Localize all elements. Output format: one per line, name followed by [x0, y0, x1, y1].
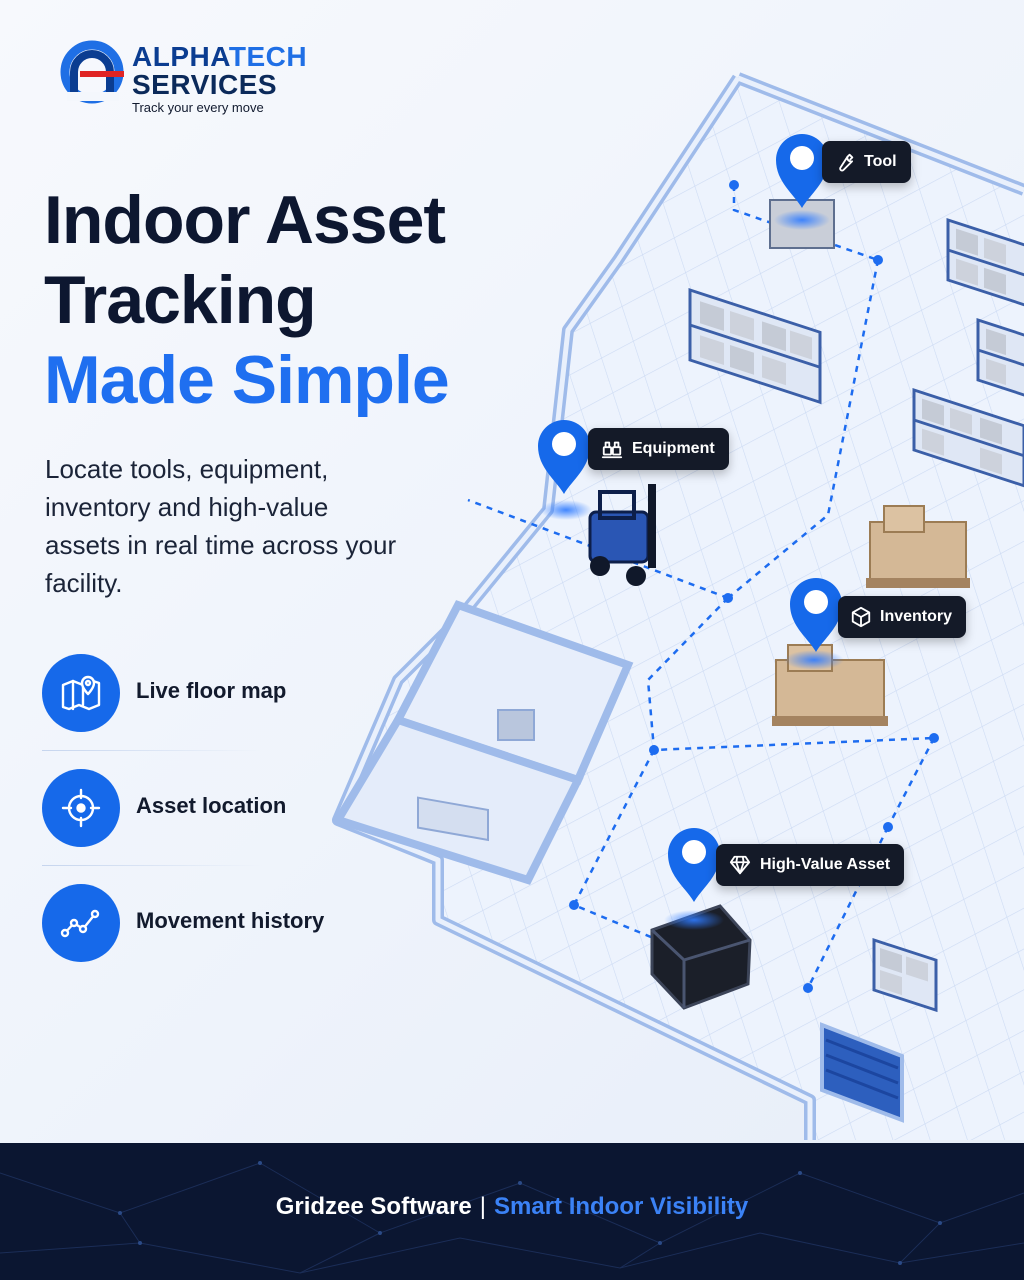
logo-mark-icon	[60, 40, 124, 104]
pallet-boxes	[866, 505, 970, 588]
office-room-2	[331, 715, 584, 885]
brand-tagline: Track your every move	[132, 100, 264, 115]
pin-label-inventory[interactable]: Inventory	[838, 596, 967, 638]
feature-item-live-floor-map: Live floor map	[42, 654, 402, 769]
headline-line3: Made Simple	[44, 342, 450, 418]
brand-name-line2: SERVICES	[132, 69, 278, 100]
divider	[42, 865, 262, 866]
brand-name: ALPHATECH	[132, 42, 307, 72]
path-nodes	[569, 180, 939, 993]
footer-tagline: Smart Indoor Visibility	[494, 1193, 749, 1220]
pin-label-text: Equipment	[632, 440, 715, 457]
feature-label: Movement history	[136, 908, 325, 933]
equipment-icon	[601, 441, 623, 459]
footer: Gridzee Software | Smart Indoor Visibility	[0, 1143, 1024, 1280]
wrench-icon	[839, 153, 854, 172]
brand-name-part1: ALPHA	[132, 41, 229, 72]
brand-name-part2: TECH	[228, 41, 308, 72]
headline-line2: Tracking	[44, 262, 317, 338]
footer-separator: |	[479, 1193, 486, 1220]
loading-door	[820, 1022, 904, 1123]
footer-brand: Gridzee Software	[275, 1193, 472, 1220]
room-box	[497, 709, 535, 741]
footer-text: Gridzee Software | Smart Indoor Visibility	[0, 1193, 1024, 1221]
divider	[42, 750, 262, 751]
pin-label-text: Tool	[864, 153, 897, 170]
feature-item-movement-history: Movement history	[42, 884, 402, 999]
brand-logo: ALPHATECH SERVICES Track your every move	[58, 38, 358, 118]
forklift	[540, 484, 656, 586]
pin-label-equipment[interactable]: Equipment	[588, 428, 729, 470]
description: Locate tools, equipment, inventory and h…	[45, 454, 397, 598]
shelf-racks	[688, 218, 1024, 1013]
box-icon	[851, 606, 871, 628]
pin-label-high-value-asset[interactable]: High-Value Asset	[716, 844, 905, 886]
feature-item-asset-location: Asset location	[42, 769, 402, 884]
pin-label-text: High-Value Asset	[760, 856, 891, 873]
pin-label-text: Inventory	[880, 608, 953, 625]
map-pin-icon	[42, 654, 120, 732]
network-pattern	[0, 1161, 1024, 1274]
high-value-case	[650, 904, 752, 1010]
diamond-icon	[729, 855, 751, 875]
feature-list: Live floor map Asset location	[42, 654, 402, 999]
headline-line1: Indoor Asset	[44, 182, 446, 258]
feature-label: Live floor map	[136, 678, 287, 703]
trend-line-icon	[42, 884, 120, 962]
headline: Indoor Asset Tracking Made Simple	[44, 180, 544, 420]
feature-label: Asset location	[136, 793, 287, 818]
inventory-pallet	[772, 644, 888, 726]
pin-equipment-marker	[538, 420, 590, 494]
pin-label-tool[interactable]: Tool	[822, 141, 911, 183]
pin-inventory-marker	[790, 578, 842, 652]
location-pins	[538, 134, 842, 902]
pin-tool-marker	[776, 134, 828, 208]
pin-high-value-marker	[668, 828, 720, 902]
crosshair-icon	[42, 769, 120, 847]
